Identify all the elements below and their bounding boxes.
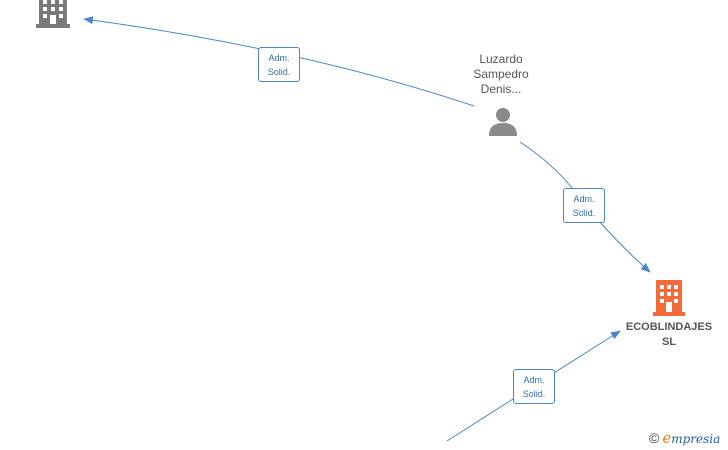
- edge-label-line-1: Adm.: [268, 53, 290, 63]
- edge-label-external-to-main-company[interactable]: Adm. Solid.: [513, 369, 555, 404]
- person-name[interactable]: Luzardo Sampedro Denis...: [446, 52, 556, 97]
- main-company-name-line-2: SL: [661, 336, 677, 348]
- edge-label-person-to-main-company[interactable]: Adm. Solid.: [563, 188, 605, 223]
- edge-label-person-to-other-company[interactable]: Adm. Solid.: [258, 47, 300, 82]
- copyright-symbol: ©: [649, 430, 660, 446]
- edge-label-line-2: Solid.: [522, 389, 546, 399]
- edge-label-line-2: Solid.: [267, 67, 291, 77]
- person-name-line-2: Sampedro: [473, 67, 529, 81]
- brand-initial: e: [662, 429, 672, 447]
- person-name-line-1: Luzardo: [479, 52, 523, 66]
- edge-label-line-1: Adm.: [523, 375, 545, 385]
- main-company-name-line-1: ECOBLINDAJES: [625, 321, 713, 333]
- person-icon[interactable]: [488, 106, 518, 136]
- main-company-name[interactable]: ECOBLINDAJES SL: [610, 320, 728, 350]
- person-name-line-3: Denis...: [480, 82, 522, 96]
- main-company-building-icon[interactable]: [653, 280, 685, 316]
- empresia-watermark: ©empresia: [649, 428, 720, 448]
- edge-label-line-1: Adm.: [573, 194, 595, 204]
- edge-label-line-2: Solid.: [572, 208, 596, 218]
- brand-logo: empresia: [662, 429, 721, 447]
- brand-rest: mpresia: [671, 432, 721, 446]
- other-company-building-icon[interactable]: [36, 0, 70, 28]
